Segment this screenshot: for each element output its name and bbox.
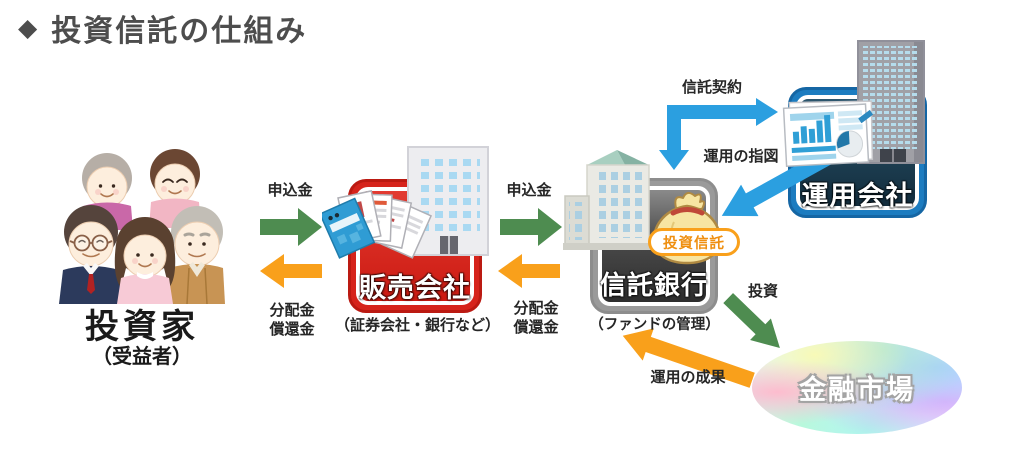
investors-sublabel: （受益者） <box>92 346 192 368</box>
flow2-return-arrow <box>498 254 560 288</box>
flow1-forward-arrow <box>260 208 322 246</box>
diamond-icon: ◆ <box>18 13 40 42</box>
pamphlets-illustration <box>322 190 433 259</box>
invest-arrow <box>723 292 780 349</box>
investment-result-label: 運用の成果 <box>650 369 726 386</box>
financial-market-label: 金融市場 <box>799 375 915 405</box>
flow2-distribution-label: 分配金 償還金 <box>513 300 559 336</box>
flow1-return-arrow <box>260 254 322 288</box>
flow2-application-label: 申込金 <box>506 182 552 199</box>
financial-market-ellipse: 金融市場 <box>752 341 962 434</box>
grandpa-figure <box>165 206 225 304</box>
management-company-label: 運用会社 <box>801 181 914 211</box>
investors-label: 投資家 <box>85 308 199 346</box>
invest-label: 投資 <box>747 283 778 300</box>
fund-report-illustration <box>782 100 874 168</box>
trust-contract-arrow <box>659 98 778 170</box>
page-title: ◆ 投資信託の仕組み <box>18 6 307 50</box>
sales-company-caption: （証券会社・銀行など） <box>334 317 500 334</box>
sales-building-illustration <box>407 146 489 256</box>
trust-bank-building-illustration <box>563 150 653 250</box>
flow2-forward-arrow <box>500 208 562 246</box>
flow1-application-label: 申込金 <box>267 182 313 199</box>
page-title-text: 投資信託の仕組み <box>51 15 308 48</box>
girl-figure <box>114 217 176 304</box>
investment-trust-tag: 投資信託 <box>648 228 740 256</box>
trust-bank-caption: （ファンドの管理） <box>589 317 720 333</box>
sales-company-label: 販売会社 <box>359 273 471 303</box>
flow1-distribution-label: 分配金 償還金 <box>269 302 315 338</box>
trust-contract-label: 信託契約 <box>681 79 742 96</box>
father-figure <box>59 205 123 304</box>
investors-illustration <box>59 149 225 304</box>
management-instruction-label: 運用の指図 <box>703 148 779 165</box>
trust-bank-label: 信託銀行 <box>599 270 708 300</box>
investment-result-arrow <box>622 328 755 388</box>
